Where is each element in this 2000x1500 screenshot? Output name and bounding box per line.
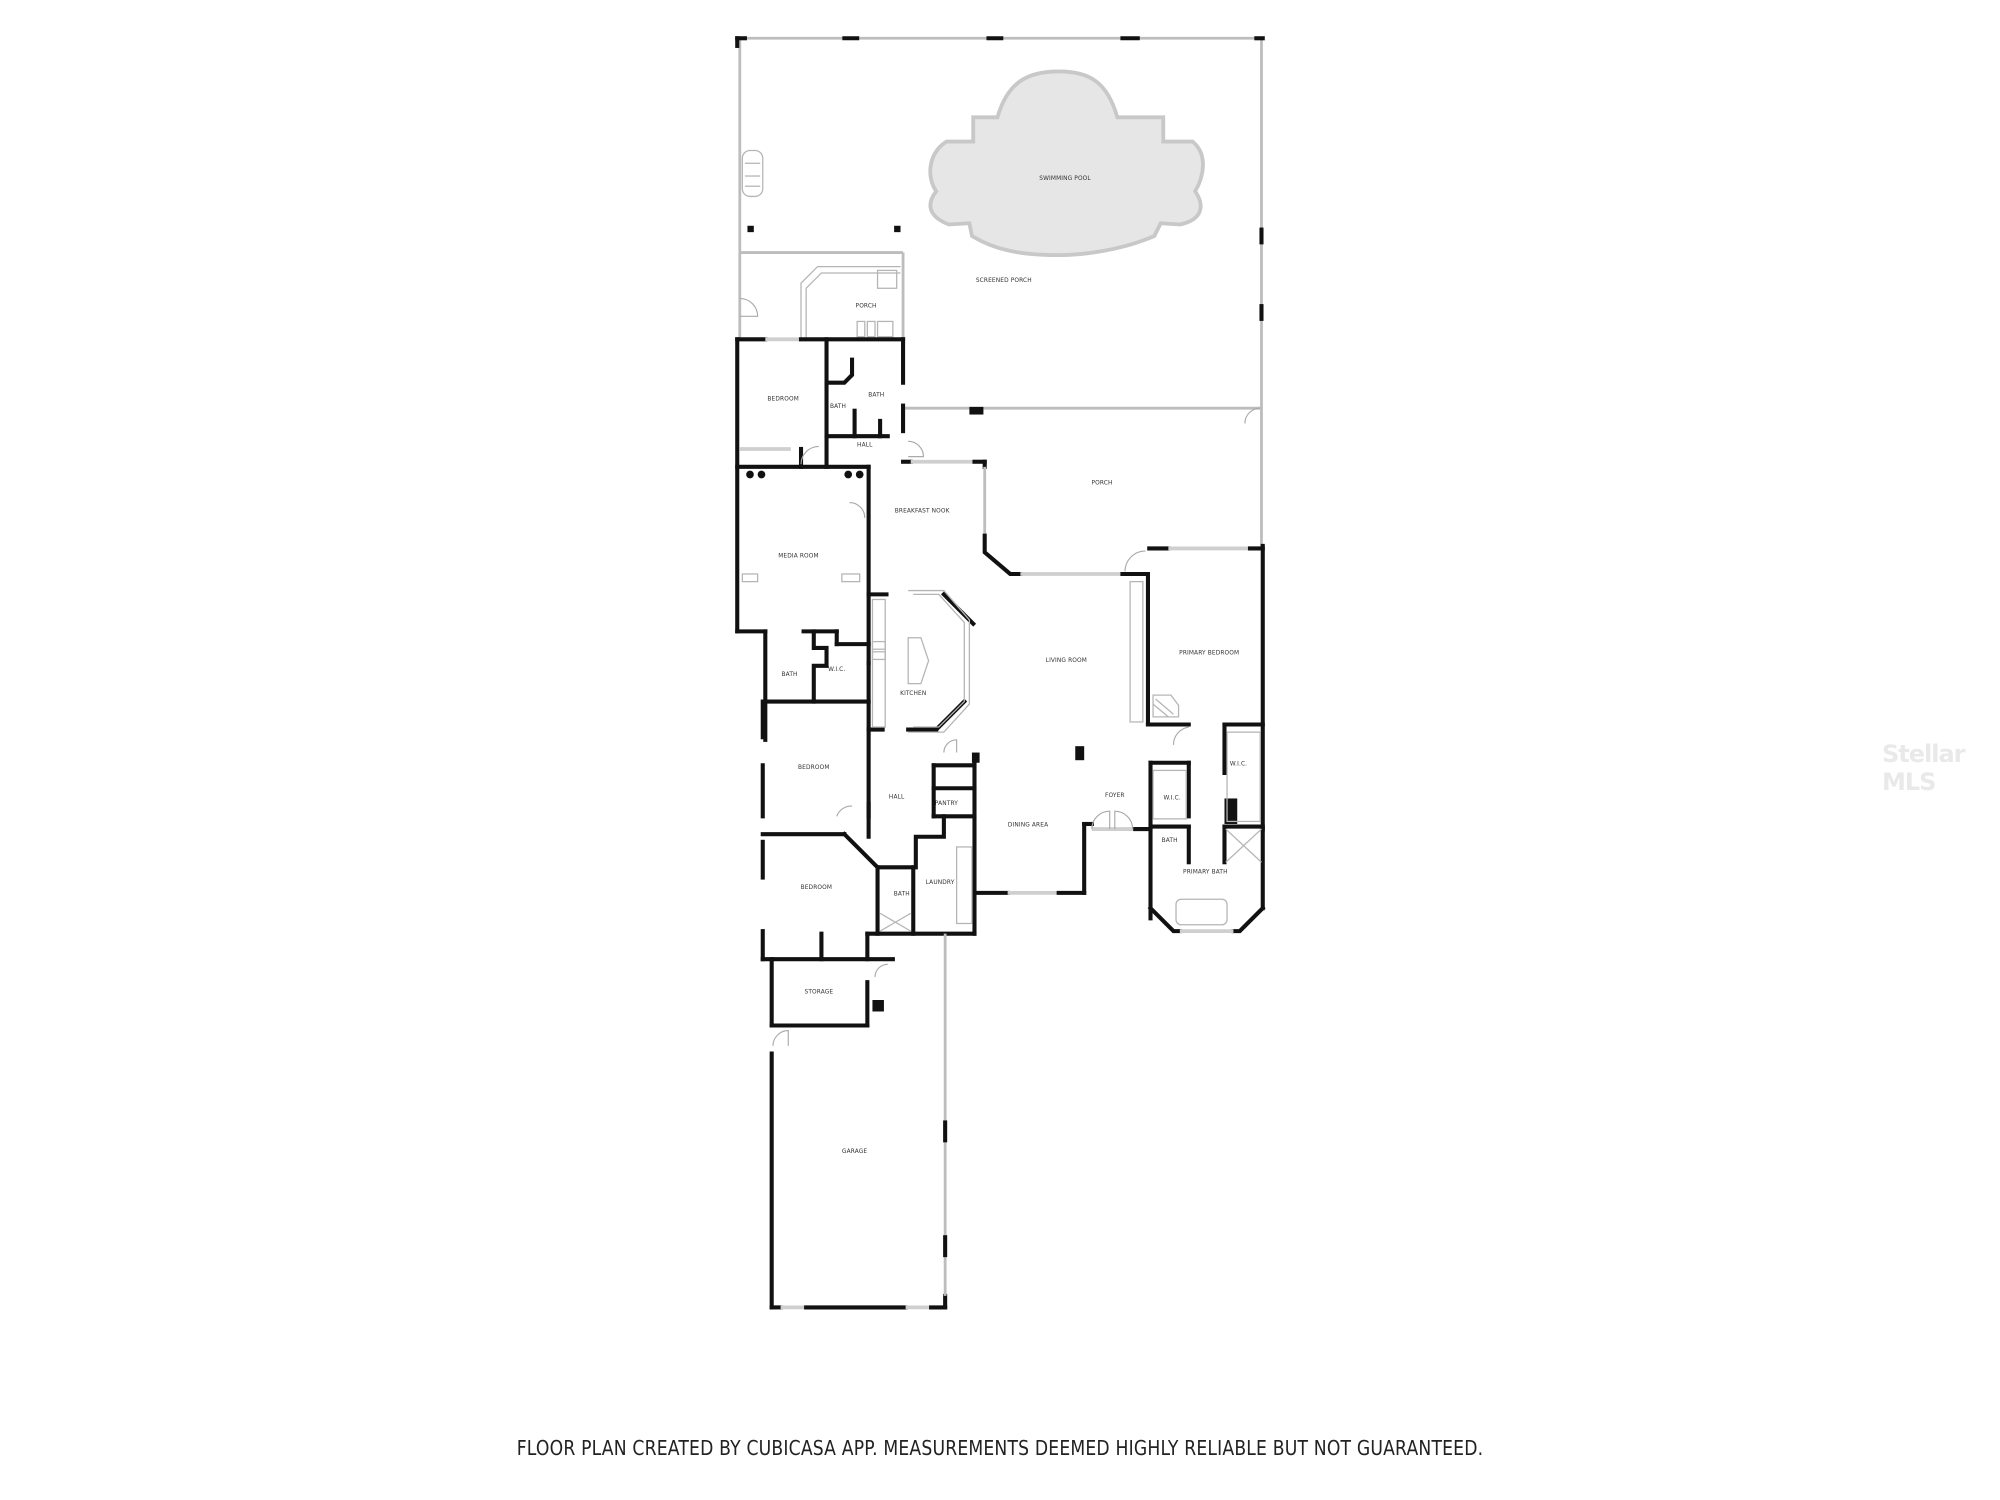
house-walls [735, 337, 1266, 1310]
room-label-kitchen: KITCHEN [900, 691, 926, 697]
room-label-bath-2: BATH [830, 404, 846, 410]
room-label-bath-5: BATH [894, 891, 910, 897]
room-label-screened-porch: SCREENED PORCH [976, 278, 1032, 284]
room-label-swimming-pool: SWIMMING POOL [1039, 176, 1091, 182]
room-label-bedroom-1: BEDROOM [767, 397, 798, 403]
watermark: Stellar MLS [1882, 740, 1966, 796]
door-swings [772, 407, 1261, 1046]
room-label-porch-small: PORCH [856, 303, 877, 309]
room-label-media-room: MEDIA ROOM [778, 553, 819, 559]
screened-porch-enclosure [735, 36, 1265, 549]
room-label-laundry: LAUNDRY [926, 880, 955, 886]
room-label-breakfast-nook: BREAKFAST NOOK [895, 509, 950, 515]
small-porch [739, 265, 901, 340]
room-label-foyer: FOYER [1105, 793, 1125, 799]
room-label-bath-1: BATH [868, 393, 884, 399]
room-label-bath-4: BATH [1162, 838, 1178, 844]
room-label-dining-area: DINING AREA [1008, 823, 1048, 829]
disclaimer-footer: FLOOR PLAN CREATED BY CUBICASA APP. MEAS… [516, 1436, 1484, 1460]
room-label-porch-large: PORCH [1092, 481, 1113, 487]
room-label-living-room: LIVING ROOM [1046, 658, 1087, 664]
swimming-pool-shape [928, 69, 1205, 258]
room-label-hall-2: HALL [889, 794, 905, 800]
room-label-bedroom-3: BEDROOM [801, 885, 832, 891]
room-label-primary-bath: PRIMARY BATH [1183, 870, 1228, 876]
room-label-pantry: PANTRY [935, 801, 958, 807]
room-label-wic-3: W.I.C. [1230, 761, 1247, 767]
room-label-wic-2: W.I.C. [1164, 796, 1181, 802]
room-label-bedroom-2: BEDROOM [798, 765, 829, 771]
room-label-wic-1: W.I.C. [828, 667, 845, 673]
room-label-primary-bedroom: PRIMARY BEDROOM [1179, 650, 1239, 656]
room-label-bath-3: BATH [782, 672, 798, 678]
room-label-garage: GARAGE [842, 1149, 867, 1155]
room-label-storage: STORAGE [804, 990, 833, 996]
room-label-hall-1: HALL [857, 442, 873, 448]
fixtures [741, 470, 1262, 932]
